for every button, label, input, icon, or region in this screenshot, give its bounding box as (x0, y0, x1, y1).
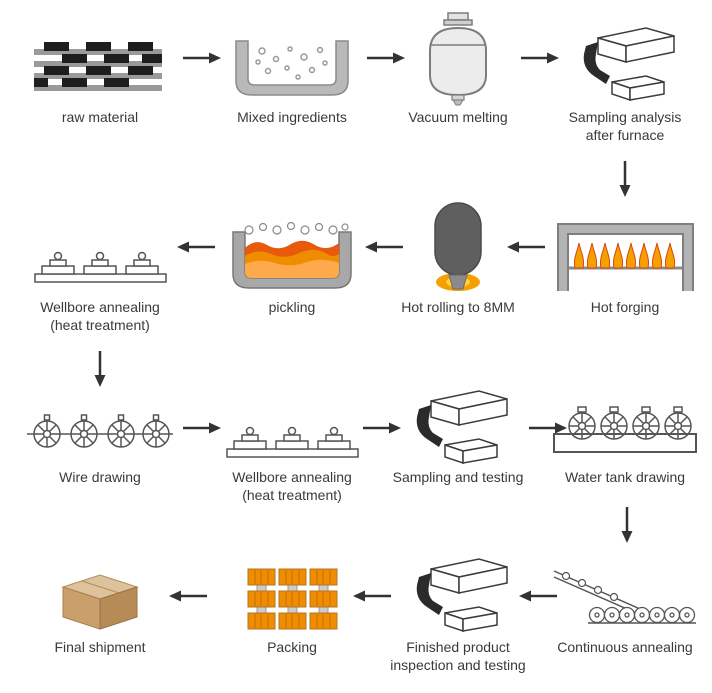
step-continuous-annealing: Continuous annealing (545, 558, 705, 656)
arrow-left-icon (506, 240, 546, 254)
step-label: Water tank drawing (564, 469, 686, 485)
step-finished-inspection: Finished product inspection and testing (378, 552, 538, 675)
step-sampling-testing: Sampling and testing (378, 386, 538, 486)
step-hot-rolling: Hot rolling to 8MM (378, 198, 538, 316)
acid-bath-icon (212, 212, 372, 298)
step-label: Wellbore annealing (heat treatment) (40, 299, 160, 334)
arrow-right-icon (520, 51, 560, 65)
step-label: Finished product inspection and testing (390, 639, 526, 674)
arrow-down-icon (620, 506, 634, 544)
step-label: Mixed ingredients (237, 109, 347, 125)
step-hot-forging: Hot forging (545, 208, 705, 316)
arrow-down-icon (93, 350, 107, 388)
arrow-right-icon (182, 51, 222, 65)
step-label: pickling (268, 299, 316, 315)
step-packing: Packing (212, 560, 372, 656)
step-wellbore-annealing-1: Wellbore annealing (heat treatment) (20, 230, 180, 335)
step-label: raw material (61, 109, 139, 125)
water-tank-icon (545, 400, 705, 468)
step-sampling-analysis: Sampling analysis after furnace (545, 20, 705, 145)
vacuum-vessel-icon (378, 10, 538, 108)
arrow-left-icon (352, 589, 392, 603)
step-label: Hot rolling to 8MM (401, 299, 515, 315)
wire-spools-icon (20, 400, 180, 468)
arrow-left-icon (168, 589, 208, 603)
step-final-shipment: Final shipment (20, 562, 180, 656)
step-label: Hot forging (590, 299, 660, 315)
annealing-bed-icon (20, 230, 180, 298)
arrow-left-icon (176, 240, 216, 254)
roller-line-icon (545, 558, 705, 638)
step-vacuum-melting: Vacuum melting (378, 10, 538, 126)
step-label: Sampling and testing (392, 469, 524, 485)
step-label: Wire drawing (59, 469, 141, 485)
step-mixed-ingredients: Mixed ingredients (212, 28, 372, 126)
forge-flames-icon (545, 208, 705, 298)
mixing-tub-icon (212, 28, 372, 108)
step-label: Final shipment (54, 639, 146, 655)
arrow-right-icon (366, 51, 406, 65)
pouring-machine-icon (545, 20, 705, 108)
arrow-down-icon (618, 160, 632, 198)
step-wire-drawing: Wire drawing (20, 400, 180, 486)
step-label: Sampling analysis after furnace (568, 109, 682, 144)
packed-coils-icon (212, 560, 372, 638)
shipping-box-icon (20, 562, 180, 638)
step-label: Wellbore annealing (heat treatment) (232, 469, 352, 504)
arrow-right-icon (362, 421, 402, 435)
arrow-left-icon (364, 240, 404, 254)
raw-material-icon (20, 28, 180, 108)
annealing-bed-icon (212, 410, 372, 468)
step-pickling: pickling (212, 212, 372, 316)
step-water-tank-drawing: Water tank drawing (545, 400, 705, 486)
arrow-left-icon (518, 589, 558, 603)
step-label: Continuous annealing (557, 639, 693, 655)
step-label: Packing (267, 639, 317, 655)
arrow-right-icon (528, 421, 568, 435)
rolling-vessel-icon (378, 198, 538, 298)
step-label: Vacuum melting (408, 109, 508, 125)
pouring-machine-icon (378, 552, 538, 638)
step-raw-material: raw material (20, 28, 180, 126)
step-wellbore-annealing-2: Wellbore annealing (heat treatment) (212, 410, 372, 505)
arrow-right-icon (182, 421, 222, 435)
pouring-machine-icon (378, 386, 538, 468)
